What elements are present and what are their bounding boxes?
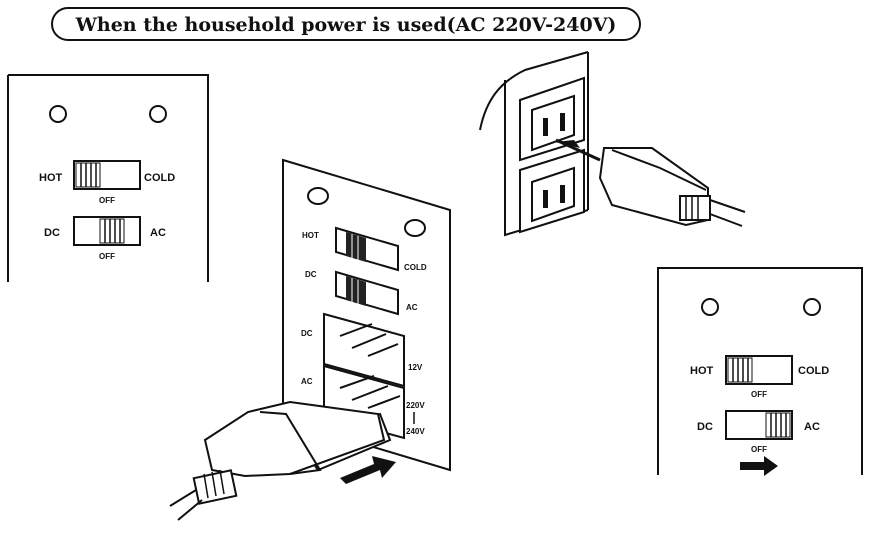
power-source-switch[interactable] [725,410,793,440]
dc-socket[interactable] [323,312,405,388]
off-label: OFF [751,390,767,399]
center-appliance-panel: HOT COLD DC AC DC 12V AC [169,158,451,521]
ac-label: AC [150,227,166,239]
off-label: OFF [99,196,115,205]
hot-label: HOT [302,231,319,240]
mount-hole [49,105,67,123]
ac-label: AC [406,303,418,312]
arrow-right-icon [740,456,778,476]
hot-label: HOT [690,365,714,377]
cold-label: COLD [144,172,175,184]
voltage-240v-label: 240V [406,427,425,436]
ac-socket-label: AC [301,377,313,386]
dc-label: DC [305,270,317,279]
cold-label: COLD [404,263,427,272]
right-switch-panel: HOT COLD OFF DC AC OFF [657,267,863,476]
temperature-switch[interactable] [725,355,793,385]
temperature-switch[interactable] [73,160,141,190]
voltage-12v-label: 12V [408,363,423,372]
ac-label: AC [804,421,820,433]
mount-hole [149,105,167,123]
voltage-220v-label: 220V [406,401,425,410]
hot-label: HOT [39,172,63,184]
temperature-switch[interactable] [335,226,399,272]
mount-hole [701,298,719,316]
wall-outlet-illustration [479,51,746,237]
arrow-icon [340,456,396,484]
mount-hole [803,298,821,316]
power-source-switch[interactable] [73,216,141,246]
cold-label: COLD [798,365,829,377]
mount-hole [404,219,426,237]
dc-label: DC [697,421,713,433]
off-label: OFF [99,252,115,261]
mount-hole [307,187,329,205]
power-source-switch[interactable] [335,270,399,316]
title-banner: When the household power is used(AC 220V… [51,7,641,41]
left-switch-panel: HOT COLD OFF DC AC OFF [7,74,209,282]
dc-label: DC [44,227,60,239]
off-label: OFF [751,445,767,454]
page-title: When the household power is used(AC 220V… [75,14,617,36]
dc-socket-label: DC [301,329,313,338]
